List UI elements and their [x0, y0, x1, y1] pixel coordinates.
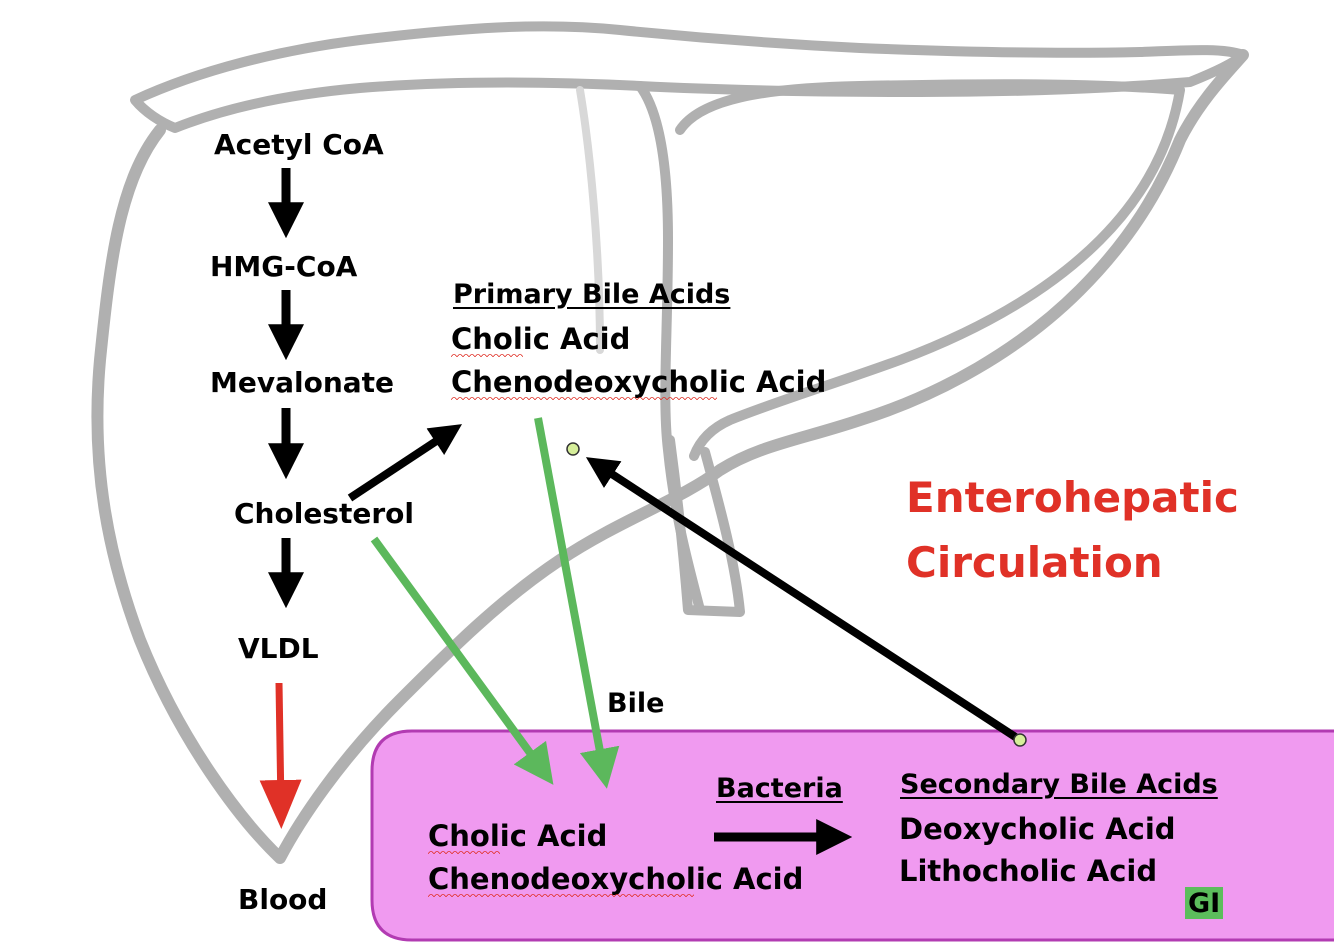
title-line1: Enterohepatic — [906, 473, 1239, 522]
return-arrow-start-dot — [1013, 733, 1027, 747]
secondary-deoxycholic-acid: Deoxycholic Acid — [899, 812, 1176, 846]
spellcheck-underline — [428, 848, 500, 854]
arrow-cholesterol-to-primary — [347, 424, 463, 502]
liver-outer-contour — [91, 49, 1249, 864]
label-hmg-coa: HMG-CoA — [210, 250, 358, 283]
label-mevalonate: Mevalonate — [210, 366, 395, 399]
liver-left-lobe-divider — [635, 81, 705, 615]
label-blood: Blood — [238, 883, 328, 916]
liver-outline — [91, 21, 1249, 864]
primary-cholic-acid: Cholic Acid — [451, 322, 631, 356]
spellcheck-underline — [428, 891, 694, 897]
label-bile: Bile — [607, 688, 665, 719]
title-line2: Circulation — [906, 538, 1163, 587]
gi-region-label: GI — [1185, 887, 1224, 919]
primary-bile-acids-heading: Primary Bile Acids — [453, 279, 731, 310]
arrow-vldl-to-blood — [259, 682, 302, 829]
liver-ridge — [576, 86, 604, 354]
liver-top-lobe — [130, 21, 1248, 133]
gallbladder-duct — [665, 435, 745, 617]
secondary-bile-acids-heading: Secondary Bile Acids — [900, 769, 1218, 800]
secondary-lithocholic-acid: Lithocholic Acid — [899, 854, 1158, 888]
gi-cholic-acid: Cholic Acid — [428, 819, 608, 853]
liver-right-lobe-inner — [675, 79, 1185, 461]
arrow-return-to-liver — [585, 457, 1023, 744]
spellcheck-underline — [451, 351, 523, 357]
primary-chenodeoxycholic-acid: Chenodeoxycholic Acid — [451, 365, 827, 399]
spellcheck-underline — [451, 394, 717, 400]
arrow-cholesterol-to-gi — [370, 536, 554, 785]
label-vldl: VLDL — [238, 632, 319, 665]
arrow-primary-to-gi-bile — [534, 417, 620, 789]
label-cholesterol: Cholesterol — [234, 497, 414, 530]
return-arrow-end-dot — [566, 442, 580, 456]
bacteria-label: Bacteria — [716, 773, 843, 804]
gi-chenodeoxycholic-acid: Chenodeoxycholic Acid — [428, 862, 804, 896]
label-acetyl-coa: Acetyl CoA — [214, 128, 384, 161]
